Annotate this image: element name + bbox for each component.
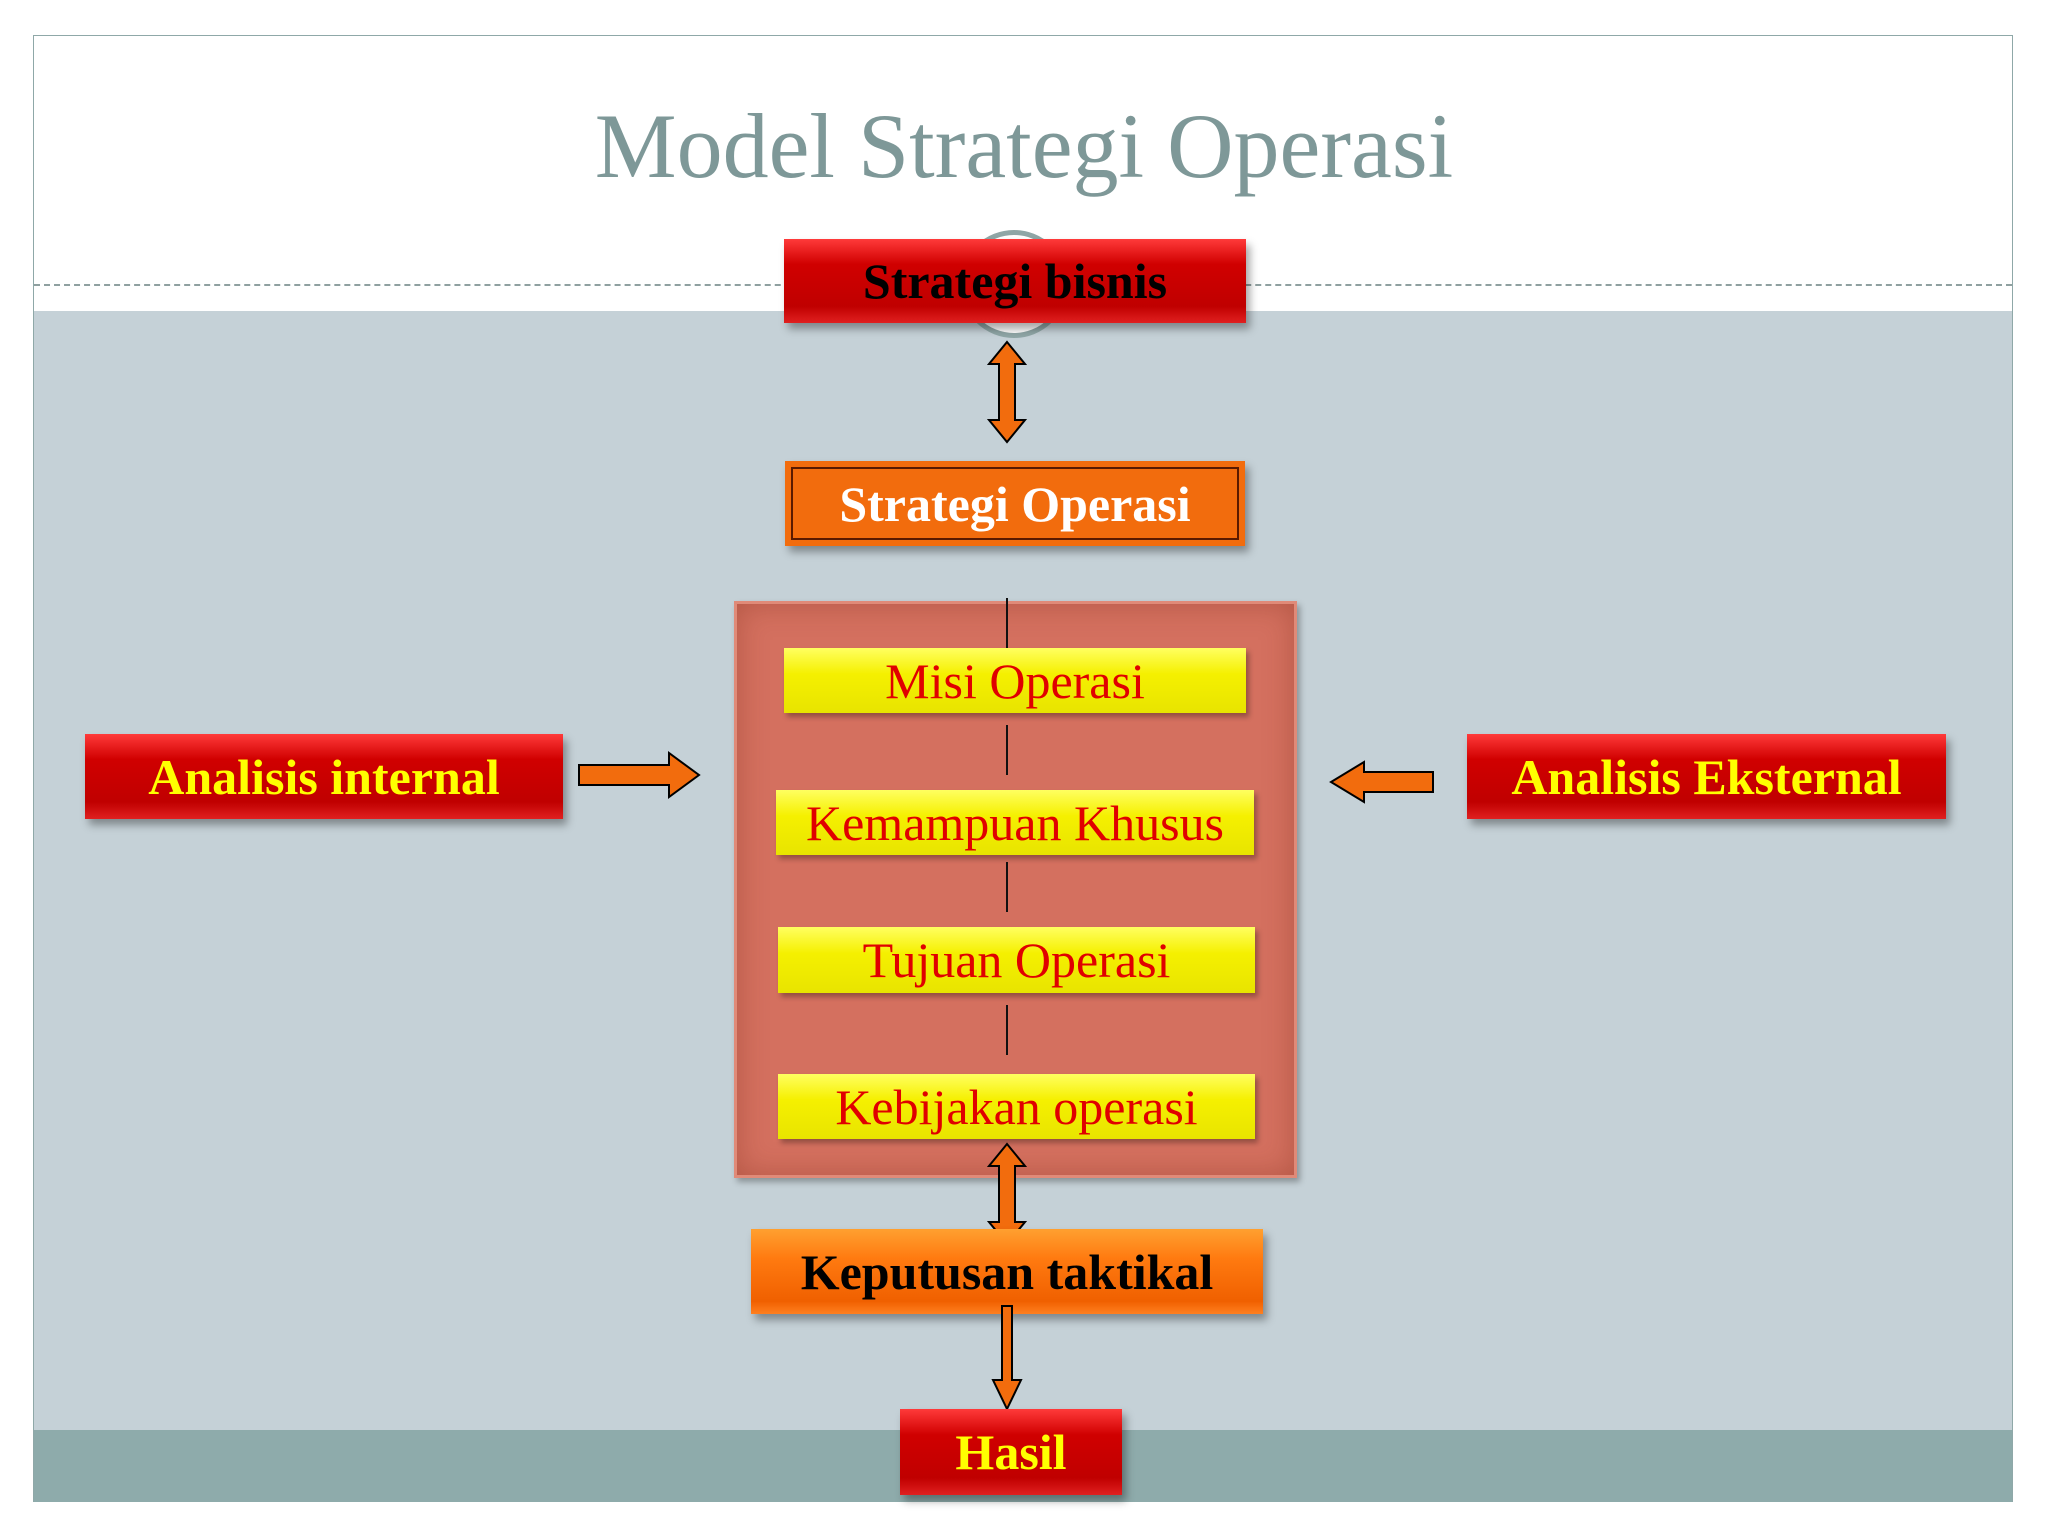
arrow-left-eksternal: [1329, 760, 1434, 804]
node-tujuan-operasi: Tujuan Operasi: [778, 927, 1255, 993]
double-arrow-bisnis-operasi: [986, 340, 1028, 444]
node-strategi-bisnis: Strategi bisnis: [784, 239, 1246, 323]
connector-line: [1006, 862, 1008, 912]
node-keputusan-taktikal: Keputusan taktikal: [751, 1229, 1263, 1314]
slide-title: Model Strategi Operasi: [594, 95, 1454, 197]
node-label: Strategi Operasi: [839, 475, 1191, 532]
connector-line: [1006, 598, 1008, 648]
node-hasil: Hasil: [900, 1409, 1122, 1495]
node-strategi-operasi: Strategi Operasi: [785, 461, 1245, 546]
node-analisis-internal: Analisis internal: [85, 734, 563, 819]
connector-line: [1006, 1005, 1008, 1055]
arrow-right-internal: [578, 751, 701, 799]
connector-line: [1006, 725, 1008, 775]
node-kemampuan-khusus: Kemampuan Khusus: [776, 790, 1254, 855]
node-misi-operasi: Misi Operasi: [784, 648, 1246, 713]
node-kebijakan-operasi: Kebijakan operasi: [778, 1074, 1255, 1139]
inner-border: [791, 467, 1239, 540]
arrow-down-hasil: [991, 1305, 1023, 1412]
node-analisis-eksternal: Analisis Eksternal: [1467, 734, 1946, 819]
